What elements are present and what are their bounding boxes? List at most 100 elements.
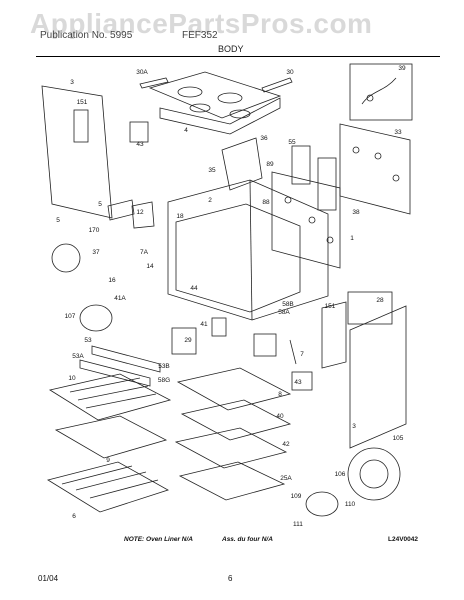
callout-label: 9: [106, 457, 110, 464]
callout-label: 1: [350, 235, 354, 242]
broil-pan-9: [54, 415, 168, 459]
callout-label: 28: [376, 297, 384, 304]
top-panel-lower: [159, 97, 281, 135]
callout-label: 18: [176, 213, 184, 220]
panel-151-right: [321, 301, 347, 369]
callout-label: 88: [262, 199, 270, 206]
callout-label: 37: [92, 249, 100, 256]
callout-label: 29: [184, 337, 192, 344]
drum-107: [79, 304, 113, 332]
part-29: [171, 327, 197, 355]
callout-label: 109: [291, 493, 302, 500]
callout-label: 107: [65, 313, 76, 320]
top-panel: [148, 71, 282, 119]
bracket-30a: [139, 77, 169, 89]
callout-label: 6: [72, 513, 76, 520]
back-hole: [392, 174, 400, 182]
callout-label: 10: [68, 375, 76, 382]
callout-label: 5: [98, 201, 102, 208]
callout-label: 53: [84, 337, 92, 344]
french-note: Ass. du four N/A: [222, 536, 273, 543]
callout-label: 14: [146, 263, 154, 270]
callout-label: 38: [352, 209, 360, 216]
section-title: BODY: [218, 44, 244, 54]
callout-label: 105: [393, 435, 404, 442]
part-43: [129, 121, 149, 143]
callout-label: 43: [294, 379, 302, 386]
model-number: FEF352: [182, 30, 218, 41]
callout-label: 7A: [140, 249, 149, 256]
vent-36: [221, 137, 263, 191]
publication-number: Publication No. 5995: [40, 30, 133, 41]
burner-opening: [189, 103, 211, 113]
callout-label: 53A: [72, 353, 84, 360]
callout-label: 39: [398, 65, 406, 72]
panel-38: [317, 157, 337, 211]
callout-label: 2: [208, 197, 212, 204]
watermark: AppliancePartsPros.com: [30, 8, 373, 39]
callout-label: 58G: [158, 377, 170, 384]
callout-label: 41A: [114, 295, 126, 302]
oven-cavity: [175, 203, 301, 313]
broil-pan-10: [48, 373, 172, 421]
callout-label: 35: [208, 167, 216, 174]
callout-label: 40: [276, 413, 284, 420]
callout-label: 30: [286, 69, 294, 76]
callout-label: 3: [70, 79, 74, 86]
back-panel: [339, 123, 411, 215]
panel-40: [180, 399, 292, 441]
callout-label: 89: [266, 161, 274, 168]
footer-date: 01/04: [38, 574, 59, 583]
page-number: 6: [228, 574, 233, 583]
fan-blade: [305, 491, 339, 517]
callout-label: 170: [89, 227, 100, 234]
inset-box: [349, 63, 413, 121]
header-rule: [36, 56, 440, 57]
callout-label: 12: [136, 209, 144, 216]
callout-label: 5: [56, 217, 60, 224]
oven-liner-note: NOTE: Oven Liner N/A: [124, 536, 193, 543]
inset-box-28: [347, 291, 393, 325]
back-hole: [374, 152, 382, 160]
diagram-code: L24V0042: [388, 536, 418, 543]
callout-label: 111: [293, 521, 303, 528]
callout-label: 151: [77, 99, 88, 106]
leveling-foot: [51, 243, 81, 273]
callout-label: 8: [278, 391, 282, 398]
tray-8: [176, 367, 292, 411]
part-58a: [253, 333, 277, 357]
callout-label: 16: [108, 277, 116, 284]
back-hole: [352, 146, 360, 154]
bracket-30: [261, 77, 293, 93]
burner-opening: [229, 109, 251, 119]
callout-label: 33: [394, 129, 402, 136]
callout-label: 151: [325, 303, 336, 310]
panel-55: [291, 145, 311, 185]
body-frame: [167, 179, 329, 321]
callout-label: 106: [335, 471, 346, 478]
wire-part: [361, 77, 397, 105]
callout-label: 4: [184, 127, 188, 134]
side-panel-right: [349, 305, 407, 449]
callout-label: 7: [300, 351, 304, 358]
callout-label: 36: [260, 135, 268, 142]
burner-opening: [217, 92, 243, 104]
wire-end: [366, 94, 374, 102]
fan-motor: [347, 447, 401, 501]
part-41: [211, 317, 227, 337]
rail-53: [91, 345, 161, 373]
callout-label: 25A: [280, 475, 292, 482]
rear-wall: [271, 171, 341, 269]
panel-42: [174, 427, 288, 469]
panel-25a: [178, 461, 286, 501]
vent-opening: [73, 109, 89, 143]
callout-label: 42: [282, 441, 290, 448]
side-panel-left: [41, 85, 113, 219]
callout-label: 110: [345, 501, 356, 508]
bracket-170: [107, 199, 135, 221]
callout-label: 3: [352, 423, 356, 430]
part-43-right: [291, 371, 313, 391]
callout-label: 53B: [158, 363, 170, 370]
oven-rack: [46, 461, 169, 513]
